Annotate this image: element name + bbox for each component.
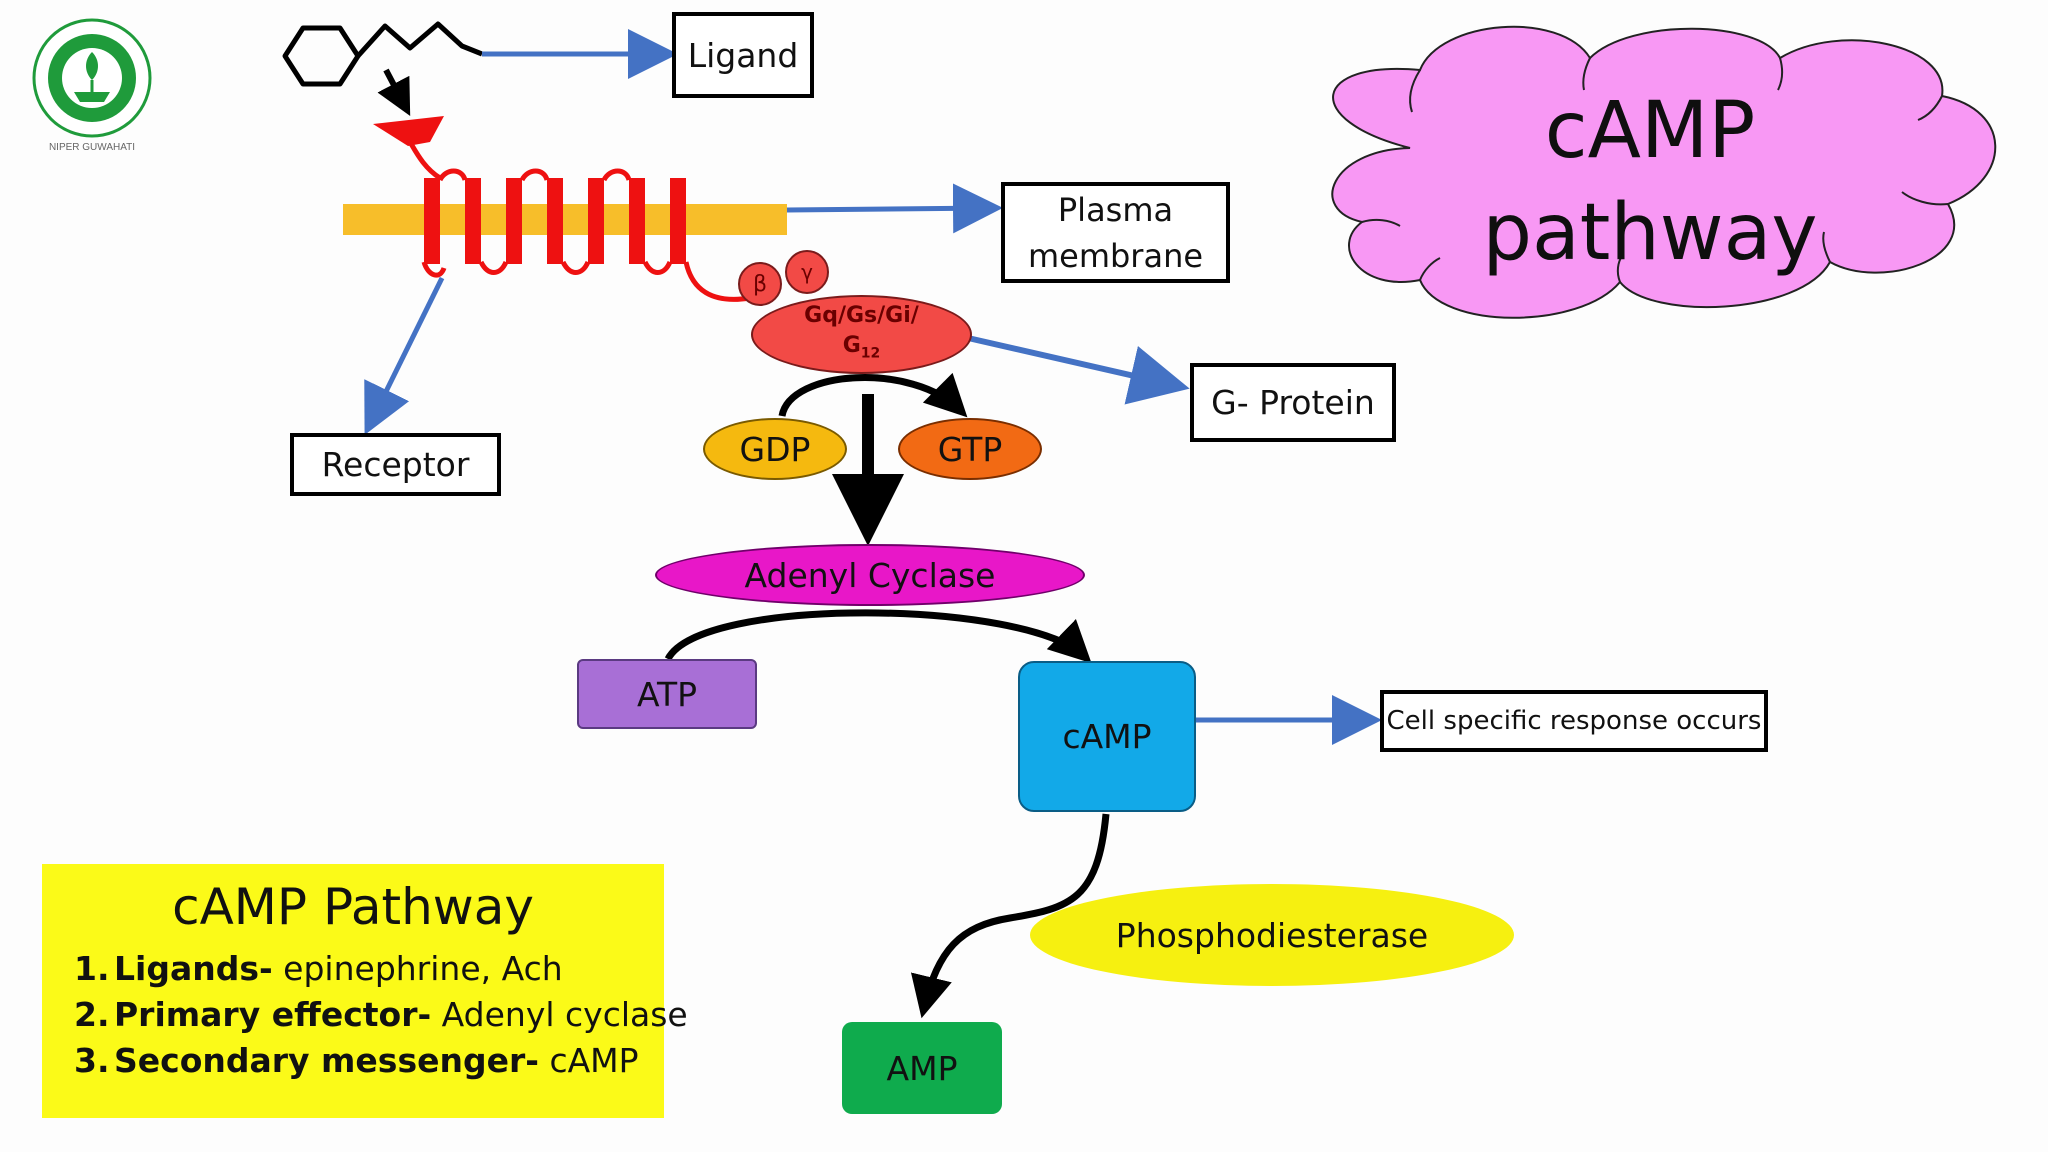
g-alpha-line2: G12 xyxy=(842,332,881,362)
summary-item-number: 1. xyxy=(74,949,110,988)
diagram-title-line1: cAMP xyxy=(1544,86,1756,176)
summary-item-desc: cAMP xyxy=(538,1041,639,1080)
summary-item-desc: Adenyl cyclase xyxy=(431,995,688,1034)
summary-box: cAMP Pathway 1.Ligands- epinephrine, Ach… xyxy=(42,864,688,1118)
phosphodiesterase-node: Phosphodiesterase xyxy=(1030,884,1514,986)
summary-item-term: Ligands- xyxy=(114,949,273,988)
plasma-pointer-arrow xyxy=(786,183,1003,234)
receptor-transmembrane xyxy=(407,140,751,302)
atp-node: ATP xyxy=(577,659,757,729)
gdp-gtp-exchange-arrow xyxy=(778,372,968,418)
g-alpha-line1: Gq/Gs/Gi/ xyxy=(804,302,919,328)
institute-logo: NIPER GUWAHATI xyxy=(32,18,152,153)
receptor-binding-site xyxy=(373,116,444,146)
summary-item-number: 3. xyxy=(74,1041,110,1080)
receptor-pointer-arrow xyxy=(364,276,445,435)
receptor-label: Receptor xyxy=(290,433,501,496)
title-cloud xyxy=(1331,25,1997,319)
gprotein-pointer-arrow xyxy=(967,335,1190,405)
diagram-title: cAMP pathway xyxy=(1400,82,1900,282)
g-beta-subunit: β xyxy=(738,262,782,306)
summary-item: 2.Primary effector- Adenyl cyclase xyxy=(56,992,688,1038)
adenyl-cyclase-node: Adenyl Cyclase xyxy=(655,544,1085,606)
ligand-molecule xyxy=(282,21,483,87)
g-gamma-subunit: γ xyxy=(785,250,829,294)
summary-title: cAMP Pathway xyxy=(172,878,534,936)
gtp-node: GTP xyxy=(898,418,1042,480)
diagram-title-line2: pathway xyxy=(1482,188,1818,278)
summary-item-desc: epinephrine, Ach xyxy=(272,949,563,988)
camp-amp-degradation-arrow xyxy=(910,813,1110,1019)
summary-item-term: Secondary messenger- xyxy=(114,1041,539,1080)
logo-caption: NIPER GUWAHATI xyxy=(49,142,135,153)
summary-item-number: 2. xyxy=(74,995,110,1034)
summary-item: 3.Secondary messenger- cAMP xyxy=(56,1038,650,1084)
plasma-label-line2: membrane xyxy=(1027,236,1204,275)
summary-item-term: Primary effector- xyxy=(114,995,432,1034)
ligand-label: Ligand xyxy=(672,12,814,98)
g-alpha-subunit: Gq/Gs/Gi/ G12 xyxy=(751,295,972,374)
plasma-label-line1: Plasma xyxy=(1057,190,1174,229)
g-protein-label: G- Protein xyxy=(1190,363,1396,442)
summary-item: 1.Ligands- epinephrine, Ach xyxy=(56,946,650,992)
gdp-node: GDP xyxy=(703,418,847,480)
cell-response-label: Cell specific response occurs xyxy=(1380,690,1768,752)
ligand-binding-arrow xyxy=(377,68,411,116)
atp-camp-conversion-arrow xyxy=(664,609,1092,664)
camp-node: cAMP xyxy=(1018,661,1196,812)
plasma-membrane-label: Plasma membrane xyxy=(1001,182,1230,283)
plasma-membrane xyxy=(343,204,787,235)
amp-node: AMP xyxy=(842,1022,1002,1114)
